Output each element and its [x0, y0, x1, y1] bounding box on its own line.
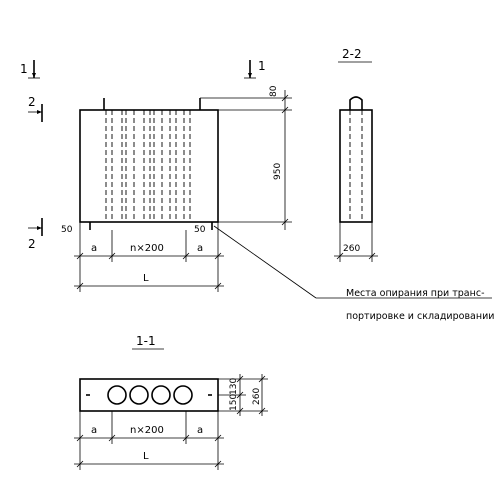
section-1-1-view: 1-1 130 150 260 a [74, 334, 268, 470]
elevation-view: 80 950 50 50 a n×200 a L [61, 85, 292, 292]
section-1-1-dim-n200: n×200 [130, 425, 164, 436]
void-circles [107, 385, 193, 405]
dim-n200: n×200 [130, 243, 164, 254]
section-mark-2-bottom-label: 2 [28, 237, 36, 251]
callout-line-1: Места опирания при транс- [346, 288, 485, 299]
section-2-2-view: 2-2 260 [334, 47, 378, 262]
section-1-1-dim-L: L [143, 451, 149, 462]
section-2-2-dim-width: 260 [343, 244, 360, 254]
section-1-1-outline [79, 378, 219, 412]
dim-a-right: a [197, 243, 203, 254]
callout-line-2: портировке и складировании [346, 311, 494, 322]
section-1-1-dim-130: 130 [229, 378, 239, 395]
section-1-1-dim-a-right: a [197, 425, 203, 436]
section-mark-2-top-label: 2 [28, 95, 36, 109]
section-1-1-dim-a-left: a [91, 425, 97, 436]
section-mark-1-left: 1 [20, 60, 40, 79]
section-1-1-dim-260: 260 [252, 388, 262, 405]
section-mark-1-left-label: 1 [20, 62, 28, 76]
support-callout: Места опирания при транс- портировке и с… [213, 225, 494, 322]
dim-a-left: a [91, 243, 97, 254]
dim-support-left: 50 [61, 225, 73, 235]
section-1-1-dim-150: 150 [229, 394, 239, 411]
section-2-2-loop [349, 96, 363, 110]
section-mark-1-right: 1 [244, 59, 266, 79]
section-2-2-outline [339, 109, 373, 223]
section-2-2-title: 2-2 [342, 47, 362, 61]
section-mark-2-bottom: 2 [28, 218, 43, 251]
panel-outline [79, 109, 219, 223]
dim-top-80: 80 [269, 85, 279, 97]
section-mark-2-top: 2 [28, 95, 43, 122]
dim-L: L [143, 273, 149, 284]
section-1-1-title: 1-1 [136, 334, 156, 348]
dim-support-right: 50 [194, 225, 206, 235]
void-lines [105, 110, 191, 222]
section-mark-1-right-label: 1 [258, 59, 266, 73]
dim-height-950: 950 [273, 163, 283, 180]
